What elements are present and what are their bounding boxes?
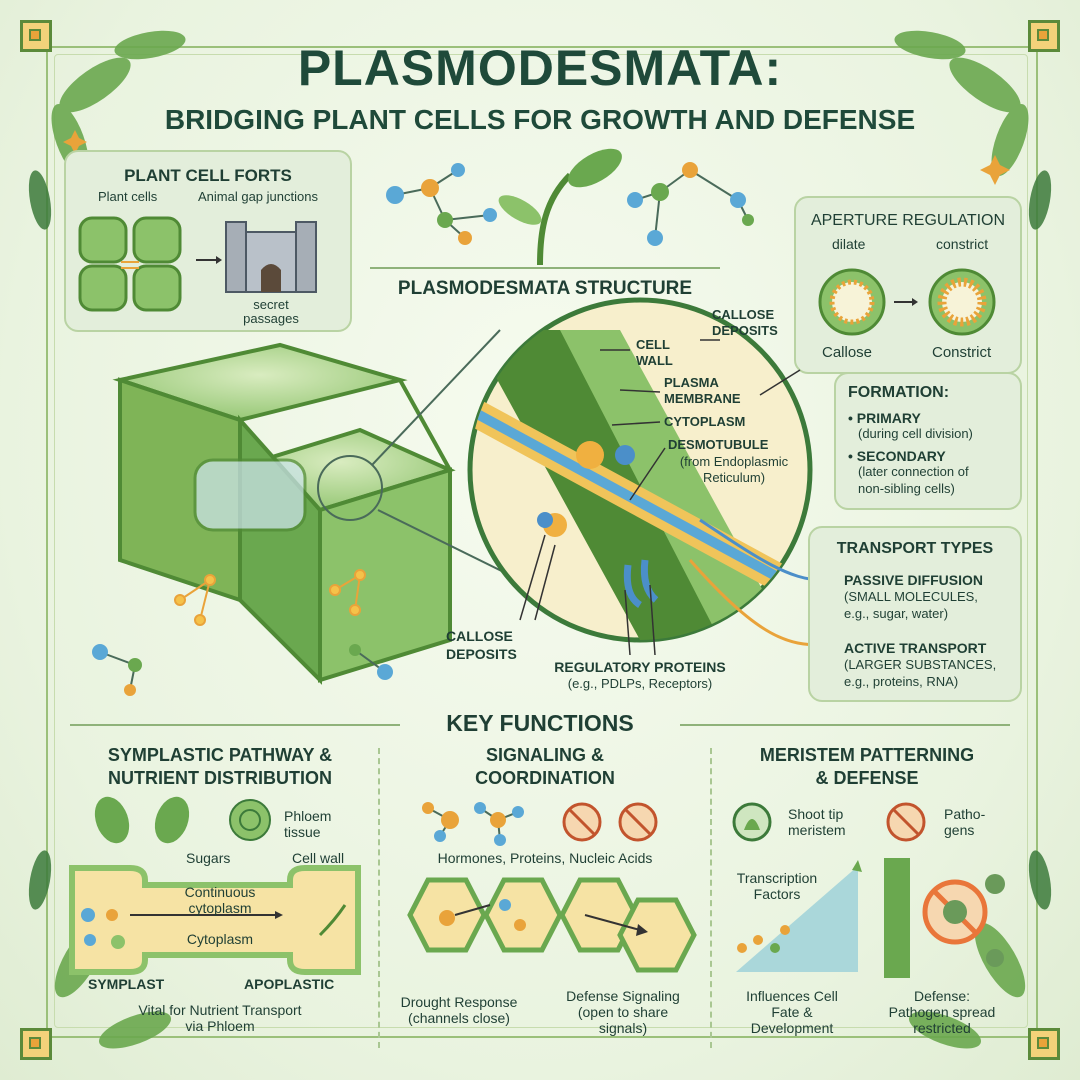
regulatory-proteins-note: (e.g., PDLPs, Receptors) — [567, 676, 713, 691]
formation-secondary-note-1: (later connection of — [858, 464, 969, 479]
active-transport-label: ACTIVE TRANSPORT — [844, 640, 987, 656]
pathogens-label-1: Patho- — [944, 806, 986, 822]
defense-signaling-2: (open to share — [577, 1004, 669, 1020]
corner-ornament-bottom-left — [20, 1028, 52, 1060]
meristem-title-1: MERISTEM PATTERNING — [759, 745, 975, 765]
defense-signaling-1: Defense Signaling — [566, 988, 680, 1004]
transport-types-panel: TRANSPORT TYPES PASSIVE DIFFUSION (SMALL… — [808, 526, 1022, 702]
passive-note-1: (SMALL MOLECULES, — [844, 589, 978, 604]
callose-bottom-label-2: DEPOSITS — [446, 646, 517, 662]
desmotubule-label: DESMOTUBULE — [668, 437, 769, 452]
page-subtitle: BRIDGING PLANT CELLS FOR GROWTH AND DEFE… — [164, 104, 916, 135]
formation-panel: FORMATION: • PRIMARY (during cell divisi… — [834, 372, 1022, 510]
callose-label: Callose — [822, 344, 873, 361]
influences-label-3: Development — [750, 1020, 834, 1036]
desmotubule-note-2: Reticulum) — [702, 470, 766, 485]
influences-label-1: Influences Cell — [746, 988, 838, 1004]
callose-top-label-1: CALLOSE — [712, 307, 775, 322]
aperture-regulation-panel: APERTURE REGULATION dilate constrict Cal… — [794, 196, 1022, 374]
cell-wall-label-2: WALL — [636, 353, 673, 368]
page-title: PLASMODESMATA: — [297, 40, 783, 96]
transcription-factors-2: Factors — [753, 886, 801, 902]
defense-restricted-3: restricted — [913, 1020, 971, 1036]
passive-diffusion-label: PASSIVE DIFFUSION — [844, 572, 983, 588]
aperture-heading: APERTURE REGULATION — [810, 212, 1006, 229]
formation-heading: FORMATION: — [848, 384, 950, 401]
shoot-tip-label-1: Shoot tip — [788, 806, 844, 822]
callose-top-label-2: DEPOSITS — [712, 323, 778, 338]
cytoplasm-label: CYTOPLASM — [664, 414, 746, 429]
continuous-cytoplasm-1: Continuous — [184, 884, 256, 900]
key-functions-heading: KEY FUNCTIONS — [446, 710, 634, 736]
vital-note-2: via Phloem — [185, 1018, 255, 1034]
sugars-label: Sugars — [186, 850, 231, 866]
transcription-factors-1: Transcription — [736, 870, 818, 886]
continuous-cytoplasm-2: cytoplasm — [188, 900, 252, 916]
constrict-label: constrict — [936, 236, 989, 252]
phloem-label-2: tissue — [284, 824, 321, 840]
symplastic-title-2: NUTRIENT DISTRIBUTION — [108, 768, 332, 788]
passive-note-2: e.g., sugar, water) — [844, 606, 949, 621]
dilate-label: dilate — [832, 236, 866, 252]
shoot-tip-label-2: meristem — [788, 822, 846, 838]
plant-cell-forts-heading: PLANT CELL FORTS — [124, 166, 292, 185]
drought-label-1: Drought Response — [400, 994, 518, 1010]
defense-restricted-2: Pathogen spread — [888, 1004, 996, 1020]
signaling-title-2: COORDINATION — [475, 768, 615, 788]
corner-ornament-top-right — [1028, 20, 1060, 52]
symplast-label: SYMPLAST — [88, 976, 165, 992]
corner-ornament-top-left — [20, 20, 52, 52]
phloem-label-1: Phloem — [284, 808, 332, 824]
plant-cells-label: Plant cells — [98, 189, 158, 204]
column-divider-2 — [710, 748, 712, 1048]
molecules-label: Hormones, Proteins, Nucleic Acids — [437, 850, 653, 866]
cell-wall-small-label: Cell wall — [292, 850, 345, 866]
outer-border — [46, 46, 1038, 1038]
plasma-membrane-label-1: PLASMA — [664, 375, 719, 390]
constrict-state-label: Constrict — [932, 344, 992, 361]
gap-junctions-label: Animal gap junctions — [198, 189, 318, 204]
key-functions-rule-left — [70, 724, 400, 726]
formation-primary: • PRIMARY — [848, 410, 921, 426]
callose-bottom-label-1: CALLOSE — [446, 628, 513, 644]
plant-cell-forts-panel: PLANT CELL FORTS Plant cells Animal gap … — [64, 150, 352, 332]
vital-note-1: Vital for Nutrient Transport — [138, 1002, 302, 1018]
meristem-title-2: & DEFENSE — [815, 768, 919, 788]
secret-label-2: passages — [243, 311, 299, 326]
cell-wall-label-1: CELL — [636, 337, 670, 352]
inner-border — [54, 54, 1028, 1028]
formation-secondary: • SECONDARY — [848, 448, 946, 464]
cytoplasm-small-label: Cytoplasm — [186, 931, 254, 947]
aperture-rings-illustration — [818, 268, 996, 336]
active-note-1: (LARGER SUBSTANCES, — [844, 657, 997, 672]
drought-label-2: (channels close) — [408, 1010, 510, 1026]
influences-label-2: Fate & — [771, 1004, 813, 1020]
active-note-2: e.g., proteins, RNA) — [844, 674, 959, 689]
cells-and-castle-illustration — [78, 216, 317, 312]
structure-heading: PLASMODESMATA STRUCTURE — [397, 278, 693, 299]
secret-label-1: secret — [253, 297, 289, 312]
transport-heading: TRANSPORT TYPES — [836, 540, 994, 557]
defense-signaling-3: signals) — [598, 1020, 648, 1036]
formation-secondary-note-2: non-sibling cells) — [858, 481, 955, 496]
pathogens-label-2: gens — [944, 822, 975, 838]
symplastic-title-1: SYMPLASTIC PATHWAY & — [107, 745, 333, 765]
apoplastic-label: APOPLASTIC — [244, 976, 335, 992]
key-functions-rule-right — [680, 724, 1010, 726]
regulatory-proteins-label: REGULATORY PROTEINS — [554, 659, 726, 675]
plasma-membrane-label-2: MEMBRANE — [664, 391, 741, 406]
signaling-title-1: SIGNALING & — [485, 745, 604, 765]
corner-ornament-bottom-right — [1028, 1028, 1060, 1060]
column-divider-1 — [378, 748, 380, 1048]
defense-restricted-1: Defense: — [913, 988, 971, 1004]
desmotubule-note-1: (from Endoplasmic — [679, 454, 789, 469]
formation-primary-note: (during cell division) — [858, 426, 973, 441]
